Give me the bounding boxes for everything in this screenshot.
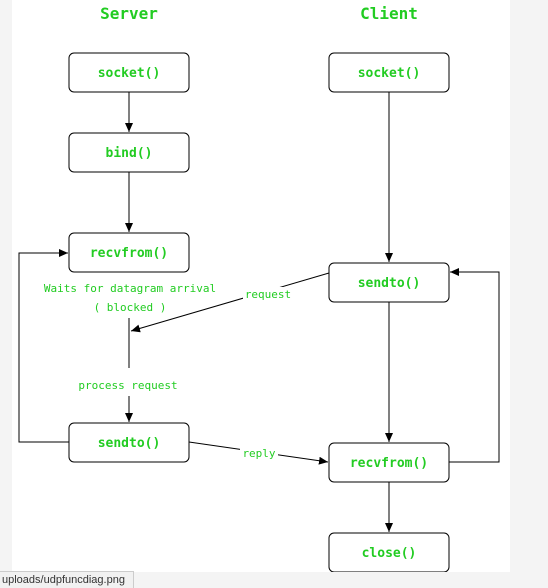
waits-note-line1: Waits for datagram arrival	[44, 282, 216, 295]
reply-label-bg	[240, 446, 278, 461]
waits-note-line2: ( blocked )	[94, 301, 167, 314]
client-socket-label: socket()	[358, 66, 421, 81]
client-header: Client	[360, 4, 418, 23]
process-note: process request	[78, 379, 177, 392]
server-socket-label: socket()	[98, 66, 161, 81]
client-recvfrom-node: recvfrom()	[328, 442, 450, 483]
client-sendto-label: sendto()	[358, 276, 421, 291]
diagram-canvas: Server Client socket() bind() recvfrom()…	[12, 0, 510, 572]
server-recvfrom-label: recvfrom()	[90, 246, 168, 261]
edge-client-loop	[449, 268, 500, 463]
server-socket-node: socket()	[68, 52, 190, 93]
server-recvfrom-node: recvfrom()	[68, 232, 190, 273]
server-header: Server	[100, 4, 158, 23]
reply-label: reply	[242, 447, 275, 460]
server-sendto-node: sendto()	[68, 422, 190, 463]
request-label-bg	[243, 287, 293, 302]
client-close-node: close()	[328, 532, 450, 572]
server-bind-label: bind()	[106, 146, 153, 161]
edge-request	[130, 272, 330, 333]
udp-flow-diagram: Server Client socket() bind() recvfrom()…	[18, 4, 500, 572]
server-bind-node: bind()	[68, 132, 190, 173]
server-sendto-label: sendto()	[98, 436, 161, 451]
request-label: request	[245, 288, 291, 301]
status-bar-url: uploads/udpfuncdiag.png	[0, 571, 134, 588]
client-recvfrom-label: recvfrom()	[350, 456, 428, 471]
client-socket-node: socket()	[328, 52, 450, 93]
client-close-label: close()	[362, 546, 417, 561]
client-sendto-node: sendto()	[328, 262, 450, 303]
edge-server-loop	[18, 249, 69, 443]
